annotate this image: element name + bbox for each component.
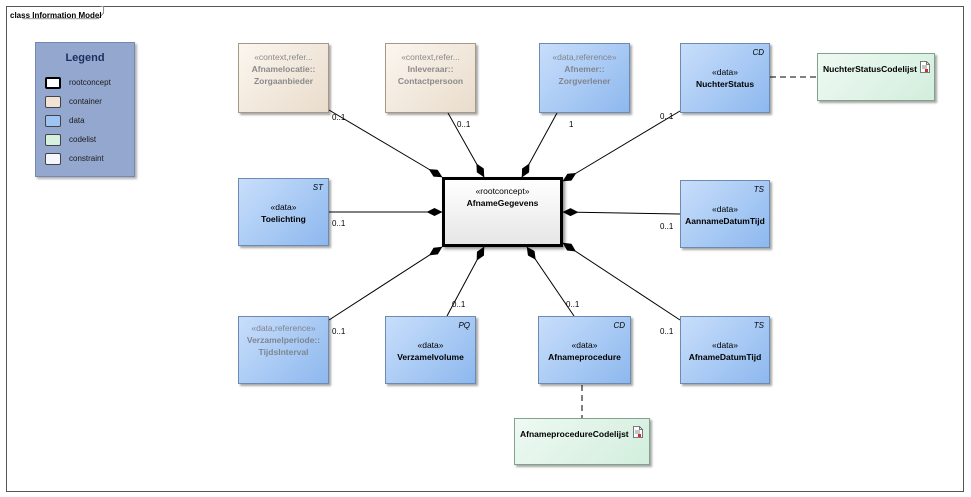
stereotype-label: «data» bbox=[571, 340, 598, 350]
multiplicity-afnameprocedure: 0..1 bbox=[566, 300, 580, 309]
class-inleveraar[interactable]: «context,refer... Inleveraar:: Contactpe… bbox=[385, 43, 476, 113]
class-name-line2: Contactpersoon bbox=[397, 76, 464, 86]
legend-swatch-constraint bbox=[45, 153, 61, 165]
class-afnameprocedure[interactable]: CD «data» Afnameprocedure bbox=[538, 316, 631, 384]
diagram-title: class Information Model bbox=[10, 11, 102, 20]
legend-label: constraint bbox=[69, 154, 104, 163]
class-name: AfnameDatumTijd bbox=[688, 352, 762, 362]
class-toelichting[interactable]: ST «data» Toelichting bbox=[238, 178, 329, 246]
frame-title-tab bbox=[22, 6, 105, 20]
document-icon bbox=[633, 426, 643, 438]
stereotype-label: «context,refer... bbox=[401, 52, 460, 62]
datatype-tag: TS bbox=[753, 185, 764, 194]
class-verzamelvolume[interactable]: PQ «data» Verzamelvolume bbox=[385, 316, 476, 384]
stereotype-label: «data,reference» bbox=[251, 323, 316, 333]
datatype-tag: TS bbox=[753, 321, 764, 330]
multiplicity-toelichting: 0..1 bbox=[332, 219, 346, 228]
stereotype-label: «rootconcept» bbox=[475, 186, 530, 196]
legend-swatch-codelist bbox=[45, 134, 61, 146]
legend-swatch-rootconcept bbox=[45, 77, 61, 89]
codelist-name: NuchterStatusCodelijst bbox=[823, 64, 917, 74]
class-name: AfnameGegevens bbox=[466, 198, 539, 208]
codelist-afnameprocedure[interactable]: AfnameprocedureCodelijst bbox=[514, 418, 650, 465]
class-name-line1: Verzamelperiode:: bbox=[246, 335, 321, 345]
diagram-frame bbox=[6, 6, 964, 492]
class-name-line1: Inleveraar:: bbox=[407, 64, 454, 74]
legend-title: Legend bbox=[65, 52, 105, 64]
legend: Legend rootconcept container data codeli… bbox=[35, 42, 135, 177]
legend-swatch-data bbox=[45, 115, 61, 127]
class-name-line2: Zorgverlener bbox=[558, 76, 611, 86]
legend-label: rootconcept bbox=[69, 78, 111, 87]
datatype-tag: ST bbox=[312, 183, 323, 192]
class-aannamedatumtijd[interactable]: TS «data» AannameDatumTijd bbox=[680, 180, 770, 248]
class-verzamelperiode[interactable]: «data,reference» Verzamelperiode:: Tijds… bbox=[238, 316, 329, 384]
edge-verzamelvolume bbox=[446, 246, 485, 317]
legend-label: codelist bbox=[69, 135, 97, 144]
legend-swatch-container bbox=[45, 96, 61, 108]
stereotype-label: «context,refer... bbox=[254, 52, 313, 62]
edge-afnemer bbox=[521, 112, 558, 178]
class-nuchterstatus[interactable]: CD «data» NuchterStatus bbox=[680, 43, 770, 113]
class-name-line2: TijdsInterval bbox=[258, 347, 309, 357]
class-name: AannameDatumTijd bbox=[685, 216, 765, 226]
edge-nuchterstatus bbox=[562, 110, 681, 182]
stereotype-label: «data» bbox=[712, 204, 738, 214]
class-afnamelocatie[interactable]: «context,refer... Afnamelocatie:: Zorgaa… bbox=[238, 43, 329, 113]
multiplicity-verzamelperiode: 0..1 bbox=[332, 327, 346, 336]
multiplicity-inleveraar: 0..1 bbox=[457, 120, 471, 129]
class-name-line2: Zorgaanbieder bbox=[253, 76, 314, 86]
edge-verzamelperiode bbox=[328, 246, 443, 321]
multiplicity-nuchterstatus: 0..1 bbox=[660, 112, 674, 121]
class-name: Toelichting bbox=[261, 214, 306, 224]
datatype-tag: CD bbox=[752, 48, 764, 57]
edge-inleveraar bbox=[447, 112, 485, 178]
class-name: Afnameprocedure bbox=[548, 352, 621, 362]
codelist-name: AfnameprocedureCodelijst bbox=[520, 429, 629, 439]
multiplicity-verzamelvolume: 0..1 bbox=[452, 300, 466, 309]
stereotype-label: «data,reference» bbox=[552, 52, 617, 62]
class-afnamedatumtijd[interactable]: TS «data» AfnameDatumTijd bbox=[680, 316, 770, 384]
edge-afnameprocedure bbox=[526, 246, 575, 317]
legend-label: data bbox=[69, 116, 85, 125]
multiplicity-aannamedatumtijd: 0..1 bbox=[660, 222, 674, 231]
datatype-tag: PQ bbox=[458, 321, 470, 330]
stereotype-label: «data» bbox=[417, 340, 444, 350]
stereotype-label: «data» bbox=[712, 340, 738, 350]
class-name-line1: Afnamelocatie:: bbox=[251, 64, 316, 74]
class-name: NuchterStatus bbox=[695, 79, 755, 89]
multiplicity-afnamedatumtijd: 0..1 bbox=[660, 327, 674, 336]
edge-aannamedatumtijd bbox=[562, 208, 681, 217]
stereotype-label: «data» bbox=[270, 202, 297, 212]
class-afnamegegevens-root[interactable]: «rootconcept» AfnameGegevens bbox=[442, 177, 563, 247]
class-name: Verzamelvolume bbox=[397, 352, 464, 362]
multiplicity-afnamelocatie: 0..1 bbox=[332, 113, 346, 122]
document-icon bbox=[920, 61, 930, 73]
stereotype-label: «data» bbox=[712, 67, 738, 77]
class-afnemer[interactable]: «data,reference» Afnemer:: Zorgverlener bbox=[539, 43, 630, 113]
edge-afnamelocatie bbox=[328, 109, 443, 178]
edge-afnamedatumtijd bbox=[562, 242, 681, 321]
multiplicity-afnemer: 1 bbox=[569, 120, 574, 129]
codelist-nuchterstatus[interactable]: NuchterStatusCodelijst bbox=[817, 53, 935, 101]
class-name-line1: Afnemer:: bbox=[564, 64, 605, 74]
legend-label: container bbox=[69, 97, 102, 106]
datatype-tag: CD bbox=[613, 321, 625, 330]
